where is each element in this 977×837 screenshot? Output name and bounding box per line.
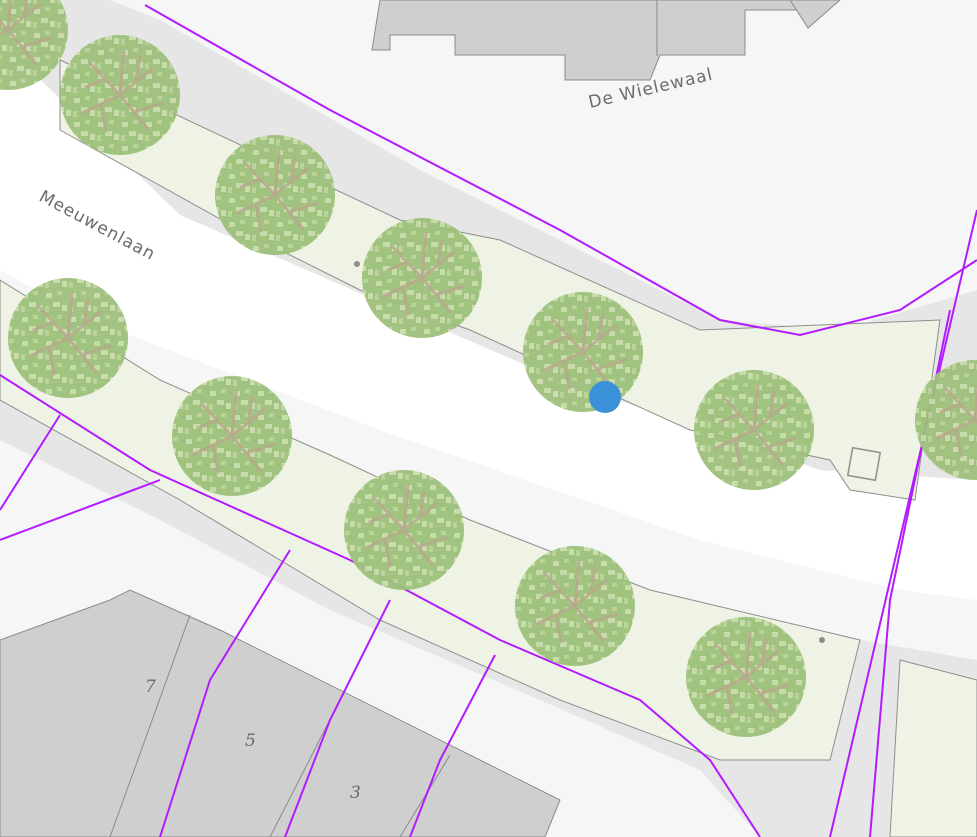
tree-icon (521, 290, 645, 414)
tree-icon (513, 544, 637, 668)
house-number: 3 (350, 783, 361, 803)
parcel-boundaries (0, 4, 977, 837)
house-number: 7 (145, 677, 156, 697)
house-number: 5 (245, 731, 256, 751)
tree-icon (170, 374, 294, 498)
tree-icon (360, 216, 484, 340)
building-divider (109, 614, 191, 837)
map-dot (819, 637, 825, 643)
building (371, 0, 801, 81)
building (0, 589, 561, 837)
tree-icon (692, 368, 816, 492)
building (789, 0, 841, 29)
tree-icon (213, 133, 337, 257)
green-verge (889, 659, 977, 837)
location-dot-icon[interactable] (589, 381, 621, 413)
map-dot (354, 261, 360, 267)
tree-icon (684, 615, 808, 739)
tree-icon (342, 468, 466, 592)
tree-icon (6, 276, 130, 400)
utility-box (846, 446, 882, 482)
tree-icon (58, 33, 182, 157)
